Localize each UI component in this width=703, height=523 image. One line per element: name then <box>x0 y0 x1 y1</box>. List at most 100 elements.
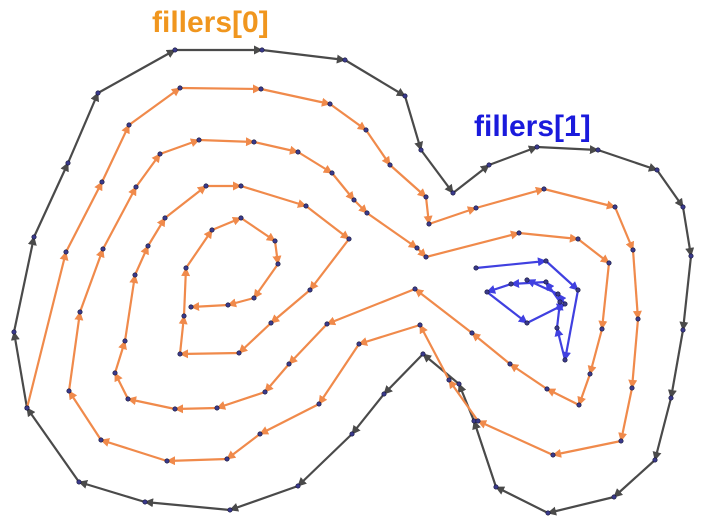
fillers-0-vertex <box>262 389 268 395</box>
fillers-1-segment <box>545 260 579 291</box>
fillers-0-segment <box>226 433 261 460</box>
fillers-0-vertex <box>181 313 187 319</box>
fillers-0-segment <box>475 186 545 210</box>
fillers-0-vertex <box>516 230 522 236</box>
fillers-0-segment <box>113 340 127 374</box>
fillers-0-segment <box>366 212 418 249</box>
outer-boundary-segment <box>495 486 549 514</box>
fillers-0-vertex <box>363 127 369 133</box>
fillers-0-vertex <box>575 236 581 242</box>
fillers-0-vertex <box>100 246 106 252</box>
fillers-0-vertex <box>576 402 582 408</box>
fillers-0-segment <box>67 311 84 392</box>
fillers-0-vertex <box>125 396 131 402</box>
outer-boundary-segment <box>351 393 385 435</box>
outer-boundary-vertex <box>349 431 355 437</box>
fillers-0-segment <box>318 343 360 405</box>
outer-boundary-vertex <box>652 457 658 463</box>
fillers-1-vertex <box>524 277 530 283</box>
fillers-0-vertex <box>257 431 263 437</box>
fillers-0-segment <box>389 164 427 198</box>
fillers-0-vertex <box>286 361 292 367</box>
outer-boundary-segment <box>597 148 658 172</box>
fillers-0-vertex <box>214 405 220 411</box>
outer-boundary-segment <box>26 407 80 483</box>
fillers-0-vertex <box>251 295 257 301</box>
fillers-0-segment <box>448 379 479 422</box>
fillers-0-segment <box>305 205 350 240</box>
outer-boundary-segment <box>33 162 69 238</box>
fillers-0-segment <box>101 124 130 183</box>
outer-boundary-vertex <box>65 160 71 166</box>
fillers-1-segment <box>486 291 528 324</box>
fillers-0-segment <box>259 403 320 435</box>
outer-boundary-segment <box>457 383 476 422</box>
fillers-0-label: fillers[0] <box>152 6 269 39</box>
fillers-0-segment <box>253 140 299 155</box>
outer-boundary-segment <box>422 353 460 385</box>
fillers-1-vertex <box>575 287 581 293</box>
fillers-0-segment <box>631 249 642 320</box>
fillers-1-vertex <box>543 279 549 285</box>
outer-boundary-vertex <box>418 147 424 153</box>
fillers-0-segment <box>419 324 450 381</box>
fillers-0-segment <box>425 230 520 259</box>
fillers-1-vertex <box>484 289 490 295</box>
fillers-0-segment <box>358 323 421 346</box>
fillers-0-segment <box>577 238 610 264</box>
fillers-0-vertex <box>268 320 274 326</box>
fillers-0-vertex <box>351 197 357 203</box>
fillers-0-segment <box>216 390 266 410</box>
fillers-0-vertex <box>599 326 605 332</box>
outer-boundary-segment <box>613 459 656 498</box>
fillers-0-segment <box>353 199 368 214</box>
fillers-0-segment <box>128 87 181 126</box>
fillers-1-vertex <box>543 258 549 264</box>
fillers-0-segment <box>164 185 207 219</box>
fillers-0-segment <box>477 419 554 457</box>
outer-boundary-segment <box>97 49 176 94</box>
outer-boundary-vertex <box>95 90 101 96</box>
fillers-0-segment <box>587 328 604 375</box>
fillers-0-segment <box>135 153 161 188</box>
fillers-0-segment <box>552 439 622 458</box>
outer-boundary-segment <box>472 420 498 488</box>
fillers-0-vertex <box>225 302 231 308</box>
outer-boundary-vertex <box>654 167 660 173</box>
outer-boundary-segment <box>229 484 299 512</box>
fillers-0-vertex <box>272 238 278 244</box>
fillers-0-segment <box>25 251 69 409</box>
fillers-0-vertex <box>307 287 313 293</box>
outer-boundary-vertex <box>595 147 601 153</box>
fillers-0-segment <box>240 217 276 242</box>
fillers-0-vertex <box>630 247 636 253</box>
fillers-0-segment <box>518 231 579 243</box>
outer-boundary-segment <box>679 255 693 331</box>
fillers-0-vertex <box>544 386 550 392</box>
fillers-1-segment <box>554 327 567 361</box>
fillers-0-segment <box>68 390 102 441</box>
fillers-0-vertex <box>550 452 556 458</box>
fillers-1-segment <box>510 279 547 289</box>
fillers-0-segment <box>178 315 188 355</box>
fillers-0-vertex <box>387 162 393 168</box>
fillers-0-vertex <box>145 243 151 249</box>
fillers-0-vertex <box>132 272 138 278</box>
fillers-0-segment <box>414 288 473 334</box>
fillers-0-vertex <box>346 236 352 242</box>
outer-boundary-vertex <box>534 144 540 150</box>
fillers-0-segment <box>423 196 433 225</box>
fillers-0-segment <box>428 206 477 226</box>
fillers-0-vertex <box>172 406 178 412</box>
fillers-1-vertex <box>473 265 479 271</box>
fillers-0-segment <box>147 217 166 247</box>
fillers-0-segment <box>179 84 262 94</box>
outer-boundary-segment <box>547 495 615 516</box>
fillers-0-vertex <box>251 139 257 145</box>
outer-boundary-segment <box>10 331 29 409</box>
fillers-0-segment <box>365 129 391 166</box>
fillers-0-vertex <box>635 316 641 322</box>
fillers-0-vertex <box>541 186 547 192</box>
fillers-0-vertex <box>423 194 429 200</box>
outer-boundary-path <box>10 45 695 516</box>
